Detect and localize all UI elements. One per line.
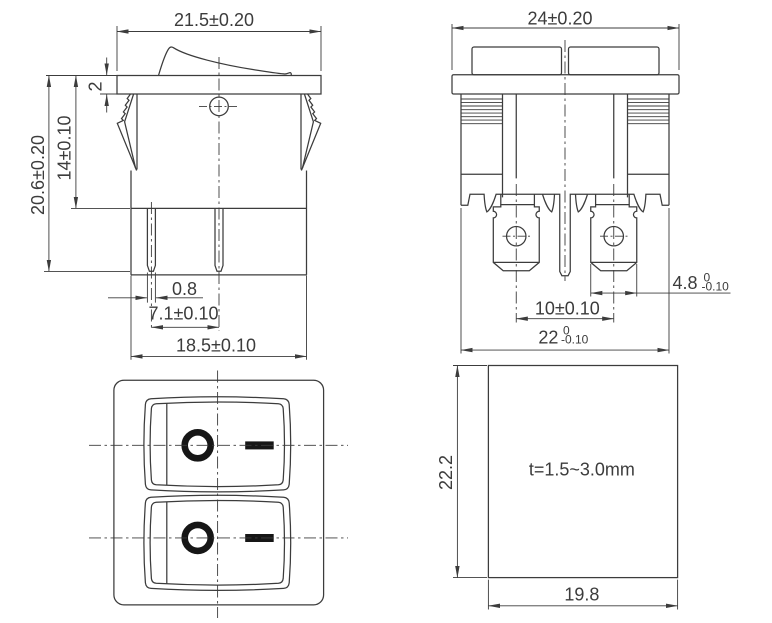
- front-dim-body-width: 22 0 -0.10: [460, 208, 670, 354]
- front-neck-window-left: [500, 194, 536, 206]
- front-bottom-edge: [461, 193, 669, 277]
- side-dim-pin-pitch-label: 7.1±0.10: [149, 304, 219, 324]
- side-clip-right-outer: [300, 93, 322, 171]
- side-dim-pin-thickness-label: 0.8: [172, 279, 197, 299]
- front-rib-lines-left: [461, 98, 503, 125]
- front-dim-body-width-extensions: [460, 208, 670, 354]
- front-flange: [451, 74, 680, 95]
- side-dim-flange-thickness: 2: [86, 57, 117, 113]
- face-rocker-top-inner: [149, 401, 286, 488]
- cutout-view: t=1.5~3.0mm 22.2 19.8: [436, 364, 679, 610]
- side-dim-top-width-label: 21.5±0.20: [174, 10, 254, 30]
- cutout-rect: [487, 364, 679, 579]
- face-rocker-bottom-outer: [143, 494, 292, 592]
- side-dim-body-height-extensions: [46, 75, 130, 209]
- front-rib-lines-right: [627, 98, 669, 125]
- front-terminal-right: [590, 184, 638, 323]
- face-rocker-top-outer: [143, 396, 292, 493]
- side-body-lower: [130, 170, 308, 276]
- face-rocker-bottom-on-symbol: [245, 534, 274, 542]
- cutout-dim-height: 22.2: [436, 365, 487, 579]
- side-dim-body-width-label: 18.5±0.10: [176, 336, 256, 356]
- cutout-dim-height-label: 22.2: [436, 455, 456, 490]
- front-dim-top-width: 24±0.20: [451, 9, 680, 70]
- front-dim-terminal-pitch-label: 10±0.10: [535, 299, 600, 319]
- front-inner-walls: [461, 94, 669, 198]
- side-dim-body-height: 14±0.10: [46, 75, 130, 209]
- side-clip-left-outer: [116, 93, 138, 171]
- side-dim-pin-pitch: 7.1±0.10: [149, 304, 220, 330]
- cutout-panel-thickness-label: t=1.5~3.0mm: [529, 460, 635, 480]
- front-terminal-left: [492, 184, 540, 323]
- side-dim-pin-thickness-extensions: [146, 272, 156, 303]
- front-neck-window-right: [594, 194, 630, 206]
- side-body-upper-walls: [136, 94, 302, 170]
- side-clip-left-inner: [123, 93, 137, 169]
- front-dim-terminal-width-tol-upper: 0: [704, 271, 711, 285]
- cutout-dim-height-extensions: [453, 365, 487, 579]
- front-rocker-right: [567, 46, 660, 76]
- cutout-dim-width-label: 19.8: [564, 585, 599, 605]
- side-dim-total-height-label: 20.6±0.20: [28, 135, 48, 215]
- front-internal-contact-lines: [515, 94, 615, 179]
- front-dim-body-width-tol-upper: 0: [563, 324, 570, 338]
- front-body-sides: [460, 94, 670, 206]
- front-dim-terminal-width: 4.8 0 -0.10: [590, 264, 731, 297]
- side-dim-pin-thickness: 0.8: [108, 272, 203, 303]
- front-dim-terminal-width-label: 4.8: [673, 273, 698, 293]
- front-dim-top-width-extensions: [451, 24, 680, 70]
- face-rocker-bottom-inner: [149, 499, 286, 586]
- side-clip-right-inner: [301, 93, 315, 169]
- front-dim-body-width-label: 22: [538, 328, 558, 348]
- face-view: [89, 370, 348, 618]
- side-view: 21.5±0.20 2 14±0.10 20.6±0.20 0.8: [28, 10, 322, 360]
- face-rocker-top-on-symbol: [245, 441, 274, 450]
- front-dim-top-width-label: 24±0.20: [528, 9, 593, 29]
- side-dim-body-width-extensions: [130, 275, 307, 360]
- side-rocker-profile: [157, 46, 292, 76]
- front-dim-terminal-width-tol-lower: -0.10: [702, 280, 730, 294]
- cutout-dim-width: 19.8: [487, 579, 679, 610]
- side-pin-right: [214, 208, 224, 272]
- front-rocker-left: [471, 46, 563, 76]
- side-dim-total-height: 20.6±0.20: [28, 75, 130, 272]
- side-dim-body-height-label: 14±0.10: [55, 116, 75, 181]
- side-dim-top-width: 21.5±0.20: [116, 10, 322, 71]
- side-dim-body-width: 18.5±0.10: [130, 275, 307, 360]
- front-dim-body-width-tol-lower: -0.10: [561, 333, 589, 347]
- front-dim-terminal-pitch: 10±0.10: [515, 299, 615, 321]
- face-outline: [113, 379, 325, 606]
- front-view: 24±0.20 10±0.10 4.8 0 -0.10 22 0 -0.10: [451, 9, 731, 354]
- side-dim-flange-thickness-label: 2: [86, 81, 106, 91]
